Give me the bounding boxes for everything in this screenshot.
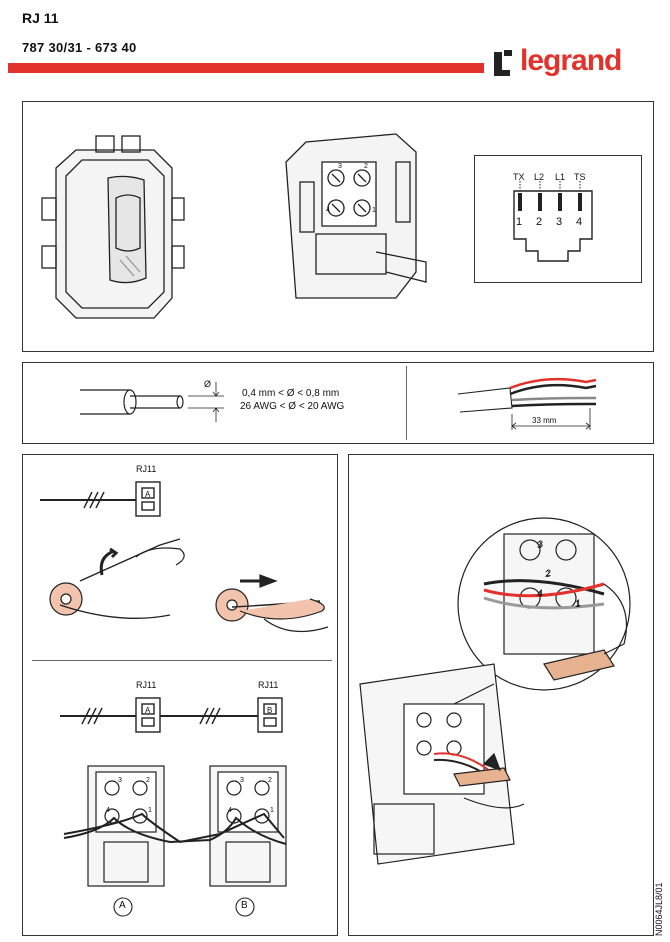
terminal-blocks-diagram — [63, 765, 287, 887]
socket-label-top: RJ11 — [136, 464, 157, 474]
pinout-box — [474, 155, 642, 283]
document-id: N0064JL8/01 — [654, 882, 664, 936]
terminal-a-1: 1 — [148, 807, 152, 814]
svg-text:3: 3 — [538, 539, 543, 549]
detail-number-1: 1 — [575, 599, 581, 609]
wire-insertion-steps — [49, 538, 329, 633]
circle-label-b: B — [241, 900, 248, 911]
socket-label-b: RJ11 — [258, 680, 279, 690]
socket-a-label-top: A — [145, 490, 151, 499]
pin-signal-l1: L1 — [555, 172, 566, 182]
pin-signal-ts: TS — [574, 172, 586, 182]
pin-number-3: 3 — [556, 216, 563, 228]
svg-text:4: 4 — [326, 207, 330, 214]
pin-number-2: 2 — [536, 216, 543, 228]
header-red-bar — [8, 63, 484, 73]
brand-logo-text: legrand — [520, 44, 622, 77]
installation-detail-panel — [348, 454, 654, 936]
pin-number-4: 4 — [576, 216, 583, 228]
detail-number-2: 2 — [545, 569, 551, 579]
product-references: 787 30/31 - 673 40 — [22, 40, 137, 55]
steps-divider — [32, 660, 332, 661]
terminal-a-4: 4 — [106, 807, 110, 814]
installation-detail-diagram: 3 2 4 1 — [359, 517, 631, 865]
socket-a-label-mid: A — [145, 706, 151, 715]
socket-label-a: RJ11 — [136, 680, 157, 690]
cable-strip-diagram — [457, 377, 597, 430]
pin-signal-l2: L2 — [534, 172, 545, 182]
terminal-a-3: 3 — [118, 777, 122, 784]
legrand-logo-icon — [494, 50, 512, 76]
single-socket-wiring — [40, 481, 161, 517]
circle-label-a: A — [119, 900, 126, 911]
wire-range-awg: 26 AWG < Ø < 20 AWG — [240, 401, 345, 412]
rj11-pinout-diagram — [513, 181, 593, 262]
socket-rear-view: 3 2 4 1 — [285, 133, 427, 299]
socket-front-view — [41, 135, 185, 319]
wire-spec-panel — [22, 362, 654, 444]
socket-circle-labels — [113, 897, 255, 917]
pin-signal-tx: TX — [513, 172, 525, 182]
wiring-steps-panel — [22, 454, 338, 936]
terminal-b-1: 1 — [270, 807, 274, 814]
pin-number-1: 1 — [516, 216, 523, 228]
diameter-symbol: Ø — [204, 379, 212, 389]
svg-text:1: 1 — [372, 207, 376, 214]
product-views-panel — [22, 101, 654, 352]
svg-text:3: 3 — [338, 163, 342, 170]
strip-length-label: 33 mm — [532, 416, 557, 425]
svg-text:1: 1 — [576, 598, 581, 608]
svg-text:2: 2 — [546, 568, 551, 578]
product-title: RJ 11 — [22, 10, 59, 26]
detail-number-3: 3 — [537, 540, 543, 550]
socket-b-label-mid: B — [267, 706, 273, 715]
svg-text:4: 4 — [538, 588, 543, 598]
detail-number-4: 4 — [537, 589, 543, 599]
terminal-b-3: 3 — [240, 777, 244, 784]
spec-divider — [406, 366, 407, 440]
wire-gauge-diagram — [80, 382, 224, 422]
svg-text:2: 2 — [364, 163, 368, 170]
terminal-b-4: 4 — [228, 807, 232, 814]
terminal-a-2: 2 — [146, 777, 150, 784]
terminal-b-2: 2 — [268, 777, 272, 784]
wire-range-mm: 0,4 mm < Ø < 0,8 mm — [242, 388, 340, 399]
two-socket-wiring — [60, 697, 283, 733]
